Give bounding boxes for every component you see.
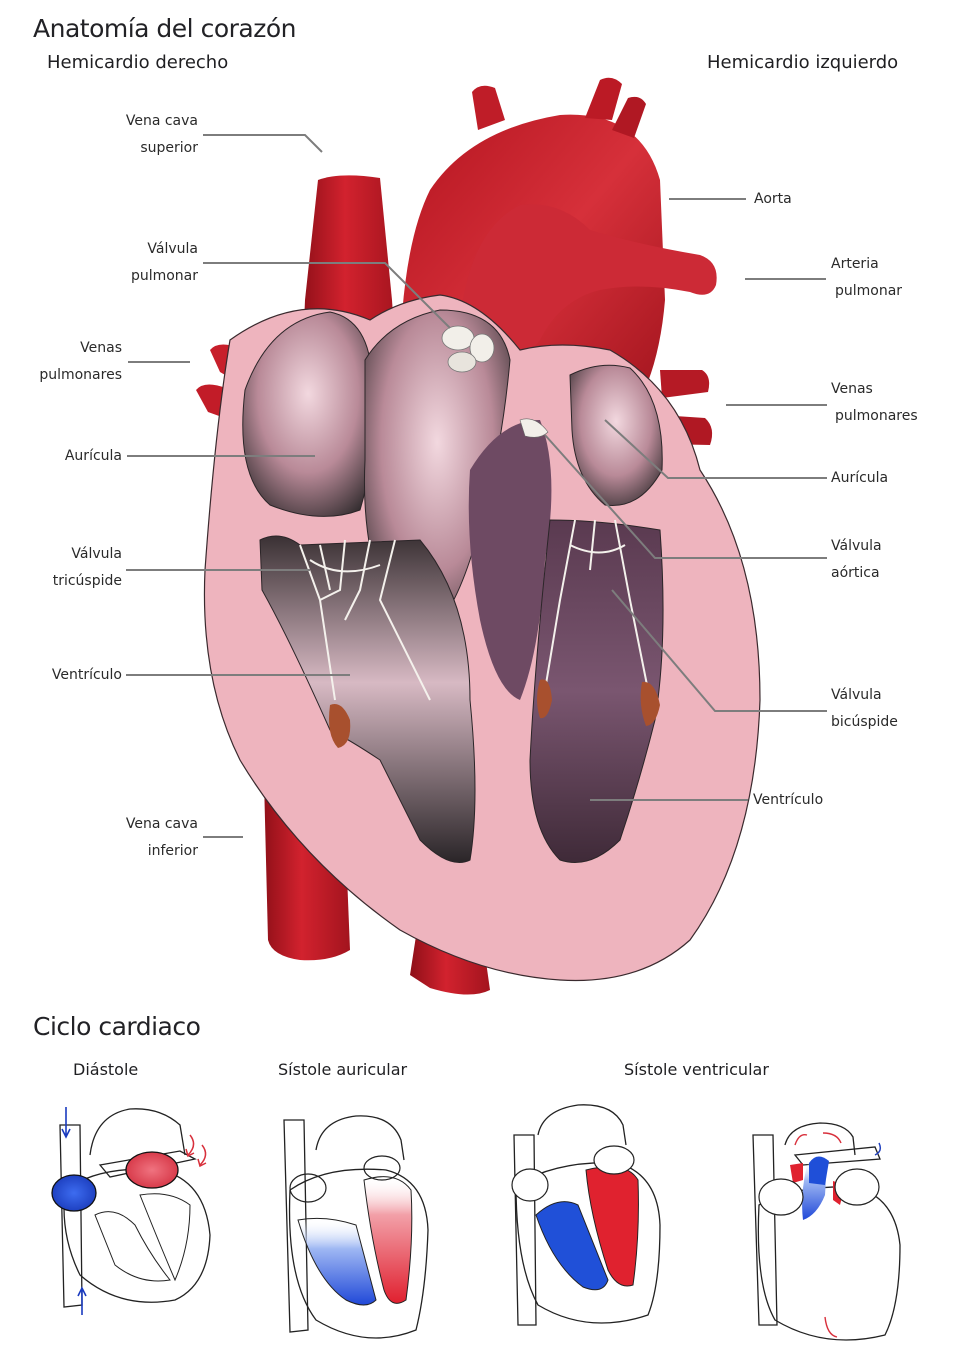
label-line: bicúspide xyxy=(831,714,898,730)
cycle-diagram-ventricular-systole-2 xyxy=(752,1122,901,1341)
arrow-down-icon xyxy=(61,1107,71,1139)
aortic-branch-2 xyxy=(585,77,622,120)
label-line: Válvula xyxy=(831,538,882,554)
label-line: pulmonar xyxy=(835,283,903,299)
left-ventricle-posterior xyxy=(468,420,552,700)
label-line: Ventrículo xyxy=(753,792,824,808)
aortic-outflow-red xyxy=(790,1163,803,1183)
heart-drawing xyxy=(196,77,761,995)
label-line: Aurícula xyxy=(64,448,122,464)
right-papillary-muscle xyxy=(329,704,351,748)
arrow-icon-red-3 xyxy=(824,1316,838,1338)
label-line: pulmonares xyxy=(835,408,918,424)
label-venas-pulmonares-left: Venas pulmonares xyxy=(39,335,122,389)
label-valvula-bicuspide: Válvula bicúspide xyxy=(831,682,898,736)
label-venas-pulmonares-right: Venas pulmonares xyxy=(831,376,918,430)
leader-lines xyxy=(126,134,827,838)
label-vena-cava-inferior: Vena cava inferior xyxy=(126,811,198,865)
left-ventricle-red xyxy=(363,1176,413,1304)
label-line: Vena cava xyxy=(125,113,198,129)
leader-vena-cava-superior xyxy=(203,134,323,153)
left-ventricle-chamber xyxy=(529,519,664,863)
label-line: Válvula xyxy=(147,241,198,257)
curved-arrow-icon-2 xyxy=(197,1144,207,1168)
leader-valvula-aortica xyxy=(544,434,827,559)
leader-valvula-pulmonar xyxy=(203,262,451,329)
label-auricula-right: Aurícula xyxy=(831,465,888,492)
label-vena-cava-superior: Vena cava superior xyxy=(126,108,198,162)
left-papillary-muscle-2 xyxy=(640,681,660,726)
aortic-valve xyxy=(519,418,549,438)
label-line: inferior xyxy=(147,843,198,859)
tricuspid-valve xyxy=(299,539,431,701)
phase-label-ventricular-systole: Sístole ventricular xyxy=(624,1060,769,1079)
right-ventricle-blue xyxy=(297,1217,377,1306)
label-valvula-aortica: Válvula aórtica xyxy=(831,533,882,587)
curved-arrow-icon xyxy=(185,1134,195,1158)
pulmonary-trunk-blue xyxy=(809,1156,829,1185)
cycle-diagram-ventricular-systole-1 xyxy=(511,1104,661,1326)
arrow-icon-red xyxy=(794,1134,808,1146)
left-papillary-muscle-1 xyxy=(537,679,552,719)
phase-label-atrial-systole: Sístole auricular xyxy=(278,1060,408,1079)
left-heart-heading: Hemicardio izquierdo xyxy=(707,52,899,73)
pulmonary-valve xyxy=(441,325,495,373)
label-line: pulmonares xyxy=(39,367,122,383)
label-ventriculo-left: Ventrículo xyxy=(52,662,122,689)
cycle-section-title: Ciclo cardiaco xyxy=(33,1012,201,1041)
left-atrium-red xyxy=(125,1151,179,1189)
label-line: Venas xyxy=(831,381,873,397)
label-line: Vena cava xyxy=(125,816,198,832)
aortic-branch-3 xyxy=(612,96,646,138)
arrow-up-icon xyxy=(77,1286,87,1315)
label-line: superior xyxy=(140,140,198,156)
label-auricula-left: Aurícula xyxy=(65,443,122,470)
label-line: Válvula xyxy=(71,546,122,562)
leader-valvula-bicuspide xyxy=(611,589,827,712)
label-line: Aorta xyxy=(754,191,792,207)
phase-label-diastole: Diástole xyxy=(73,1060,139,1079)
label-ventriculo-right: Ventrículo xyxy=(753,787,823,814)
label-line: Aurícula xyxy=(831,470,889,486)
pulmonary-artery xyxy=(460,204,717,390)
cycle-diagram-atrial-systole xyxy=(283,1115,429,1339)
right-ventricle-blue-full xyxy=(535,1201,609,1291)
left-ventricle-red-full xyxy=(585,1166,639,1287)
label-line: Arteria xyxy=(831,256,879,272)
arrow-icon-red-2 xyxy=(822,1132,842,1144)
pulmonary-vein-right-1 xyxy=(660,370,710,398)
right-atrium-blue xyxy=(51,1174,97,1212)
label-arteria-pulmonar: Arteria pulmonar xyxy=(831,251,902,305)
label-valvula-pulmonar: Válvula pulmonar xyxy=(131,236,198,290)
leader-auricula-right xyxy=(604,419,827,479)
right-heart-heading: Hemicardio derecho xyxy=(47,52,229,73)
label-aorta: Aorta xyxy=(754,186,792,213)
arrow-icon-blue xyxy=(874,1142,882,1156)
bicuspid-valve xyxy=(544,519,649,691)
cycle-diagram-diastole xyxy=(51,1107,211,1315)
label-line: pulmonar xyxy=(130,268,198,284)
label-line: Venas xyxy=(80,340,122,356)
label-valvula-tricuspide: Válvula tricúspide xyxy=(53,541,122,595)
page-title: Anatomía del corazón xyxy=(33,14,296,43)
label-line: aórtica xyxy=(831,565,880,581)
label-line: Válvula xyxy=(831,687,882,703)
label-line: tricúspide xyxy=(52,573,122,589)
label-line: Ventrículo xyxy=(51,667,122,683)
aortic-branch-1 xyxy=(472,85,505,130)
